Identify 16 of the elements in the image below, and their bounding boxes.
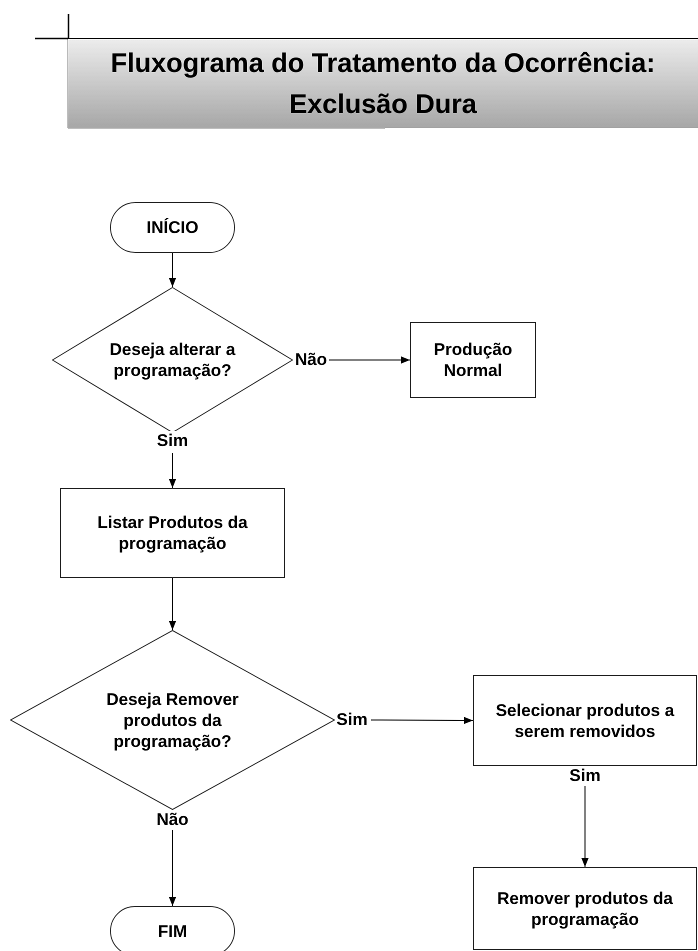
decision-text: Deseja alterar a programação?	[108, 339, 236, 381]
title-banner: Fluxograma do Tratamento da Ocorrência: Exclusão Dura	[68, 38, 698, 128]
decision-text: Deseja Remover produtos da programação?	[105, 688, 240, 752]
process-box: Produção Normal	[410, 322, 536, 398]
process-box: Selecionar produtos a serem removidos	[473, 675, 697, 766]
terminal: FIM	[110, 906, 235, 951]
arrow	[168, 578, 176, 630]
arrow	[168, 830, 176, 906]
arrow	[370, 716, 474, 724]
process-box: Remover produtos da programação	[473, 867, 697, 950]
arrow	[168, 452, 176, 488]
arrow	[581, 786, 589, 868]
arrow	[328, 356, 410, 364]
process-box: Listar Produtos da programação	[60, 488, 285, 578]
arrow	[168, 252, 176, 288]
terminal: INÍCIO	[110, 202, 235, 253]
